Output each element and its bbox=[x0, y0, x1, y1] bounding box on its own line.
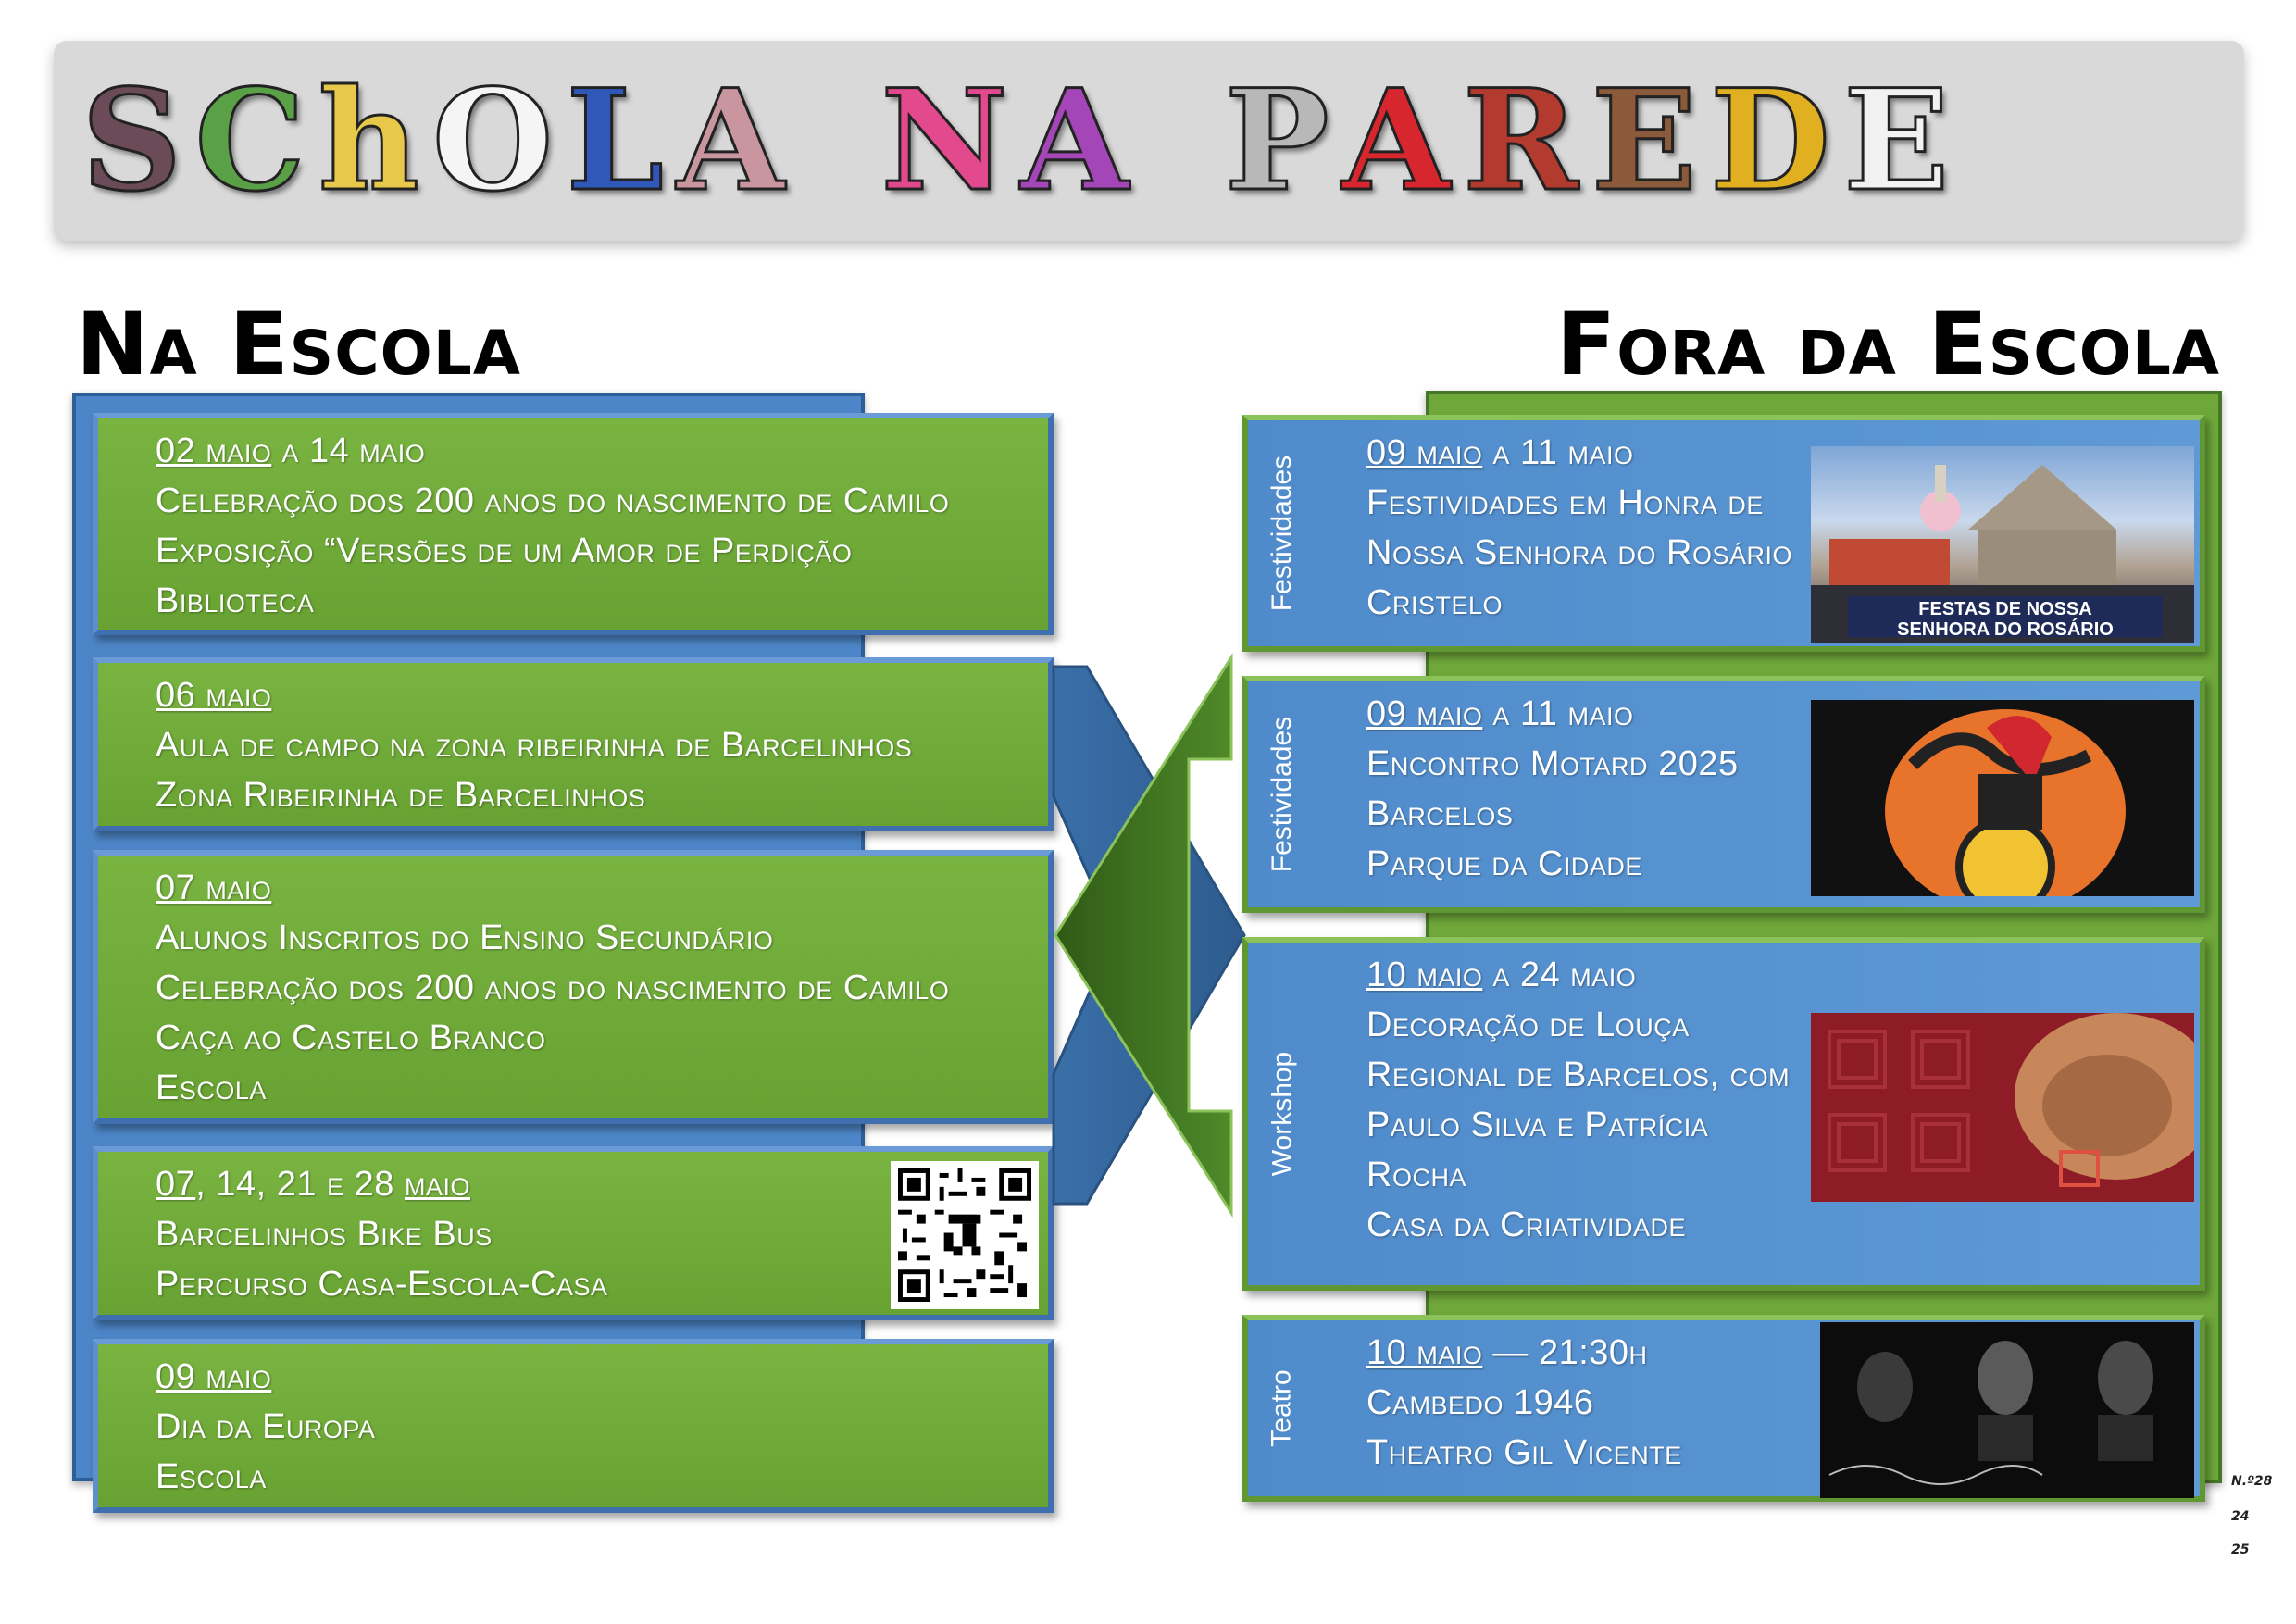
event-card: 07, 14, 21 e 28 maio Barcelinhos Bike Bu… bbox=[93, 1146, 1054, 1320]
event-date-rest: a 11 maio bbox=[1482, 694, 1634, 733]
event-line: Percurso Casa-Escola-Casa bbox=[156, 1265, 608, 1304]
event-line: Caça ao Castelo Branco bbox=[156, 1018, 546, 1057]
banner-word-parede: P A R E D E bbox=[1223, 59, 1963, 222]
title-banner: S C h O L A N A P A R E D E bbox=[54, 41, 2244, 241]
photo-caption: SENHORA DO ROSÁRIO bbox=[1897, 618, 2114, 640]
event-card: 09 maio Dia da Europa Escola bbox=[93, 1339, 1054, 1513]
event-line: Escola bbox=[156, 1457, 267, 1496]
section-title-fora-da-escola: Fora da Escola bbox=[1556, 294, 2220, 395]
event-line: Barcelos bbox=[1366, 794, 1514, 833]
issue-year: 24 bbox=[2231, 1509, 2250, 1524]
banner-word-na: N A bbox=[880, 59, 1142, 222]
event-date: 09 maio bbox=[1366, 433, 1483, 472]
issue-year: 25 bbox=[2231, 1543, 2250, 1557]
pottery-workshop-image bbox=[1811, 1013, 2194, 1202]
banner-letter: P bbox=[1223, 59, 1330, 222]
issue-number: N.º28 bbox=[2231, 1474, 2273, 1489]
event-date-rest: a 11 maio bbox=[1482, 433, 1634, 472]
event-date: 10 maio bbox=[1366, 956, 1483, 994]
event-date: 06 maio bbox=[156, 676, 272, 715]
event-date-rest: a 24 maio bbox=[1482, 956, 1637, 994]
event-line: Escola bbox=[156, 1068, 267, 1107]
event-line: Alunos Inscritos do Ensino Secundário bbox=[156, 918, 774, 957]
event-line: Rocha bbox=[1366, 1156, 1466, 1194]
event-date-rest: , 14, 21 e 28 bbox=[195, 1165, 405, 1204]
banner-letter: A bbox=[1341, 59, 1451, 222]
event-line: Cristelo bbox=[1366, 583, 1503, 622]
event-line: Cambedo 1946 bbox=[1366, 1383, 1594, 1422]
qr-code-icon[interactable] bbox=[891, 1161, 1039, 1309]
banner-letter: O bbox=[430, 59, 555, 222]
event-date: 09 maio bbox=[1366, 694, 1483, 733]
banner-letter: E bbox=[1590, 59, 1698, 222]
photo-caption: FESTAS DE NOSSA bbox=[1918, 599, 2091, 619]
event-card: Teatro 10 maio — 21:30h Cambedo 1946 The… bbox=[1242, 1315, 2205, 1502]
event-line: Biblioteca bbox=[156, 581, 315, 620]
banner-letter: C bbox=[193, 59, 306, 222]
event-line: Aula de campo na zona ribeirinha de Barc… bbox=[156, 726, 913, 765]
event-card: Workshop 10 maio a 24 maio Decoração de … bbox=[1242, 937, 2205, 1291]
event-date-month: maio bbox=[405, 1165, 471, 1204]
banner-letter: L bbox=[565, 59, 665, 222]
banner-letter: D bbox=[1709, 59, 1832, 222]
event-card: 06 maio Aula de campo na zona ribeirinha… bbox=[93, 657, 1054, 831]
event-line: Decoração de Louça bbox=[1366, 1006, 1690, 1044]
event-line: Festividades em Honra de bbox=[1366, 483, 1764, 522]
category-label: Teatro bbox=[1267, 1369, 1298, 1447]
event-line: Celebração dos 200 anos do nascimento de… bbox=[156, 481, 950, 520]
double-arrow-graphic bbox=[1052, 652, 1246, 1218]
banner-word-schola: S C h O L A bbox=[80, 59, 797, 222]
event-card: Festividades 09 maio a 11 maio Festivida… bbox=[1242, 415, 2205, 652]
section-title-na-escola: Na Escola bbox=[76, 294, 521, 395]
event-line: Parque da Cidade bbox=[1366, 844, 1642, 883]
banner-letter: A bbox=[1019, 59, 1129, 222]
green-arrow-left bbox=[1054, 652, 1233, 1218]
event-line: Celebração dos 200 anos do nascimento de… bbox=[156, 968, 950, 1007]
banner-letter: R bbox=[1462, 59, 1580, 222]
event-line: Regional de Barcelos, com bbox=[1366, 1056, 1791, 1094]
event-line: Nossa Senhora do Rosário bbox=[1366, 533, 1792, 572]
event-line: Casa da Criatividade bbox=[1366, 1206, 1687, 1244]
banner-letter: N bbox=[880, 59, 1009, 222]
event-date-rest: — 21:30h bbox=[1482, 1333, 1648, 1372]
event-line: Dia da Europa bbox=[156, 1407, 376, 1446]
category-label: Workshop bbox=[1267, 1051, 1298, 1177]
event-line: Exposição “Versões de um Amor de Perdiçã… bbox=[156, 531, 853, 570]
event-line: Theatro Gil Vicente bbox=[1366, 1433, 1682, 1472]
category-label: Festividades bbox=[1267, 455, 1298, 612]
event-date: 09 maio bbox=[156, 1357, 272, 1396]
event-date: 07 bbox=[156, 1165, 196, 1204]
event-date: 02 maio bbox=[156, 431, 272, 470]
event-line: Barcelinhos Bike Bus bbox=[156, 1215, 493, 1254]
event-card: Festividades 09 maio a 11 maio Encontro … bbox=[1242, 676, 2205, 913]
banner-letter: E bbox=[1842, 59, 1951, 222]
banner-letter: h bbox=[317, 59, 420, 222]
event-line: Encontro Motard 2025 bbox=[1366, 744, 1739, 783]
event-line: Zona Ribeirinha de Barcelinhos bbox=[156, 776, 646, 815]
banner-letter: A bbox=[675, 59, 785, 222]
event-line: Paulo Silva e Patrícia bbox=[1366, 1106, 1709, 1144]
event-card: 02 maio a 14 maio Celebração dos 200 ano… bbox=[93, 413, 1054, 635]
event-date-rest: a 14 maio bbox=[271, 431, 426, 470]
event-date: 07 maio bbox=[156, 868, 272, 907]
festival-photo: FESTAS DE NOSSA SENHORA DO ROSÁRIO bbox=[1811, 446, 2194, 643]
banner-letter: S bbox=[80, 59, 182, 222]
category-label: Festividades bbox=[1267, 716, 1298, 873]
motard-logo-image bbox=[1811, 700, 2194, 896]
event-date: 10 maio bbox=[1366, 1333, 1483, 1372]
theatre-portraits-image bbox=[1820, 1322, 2194, 1498]
event-card: 07 maio Alunos Inscritos do Ensino Secun… bbox=[93, 850, 1054, 1124]
